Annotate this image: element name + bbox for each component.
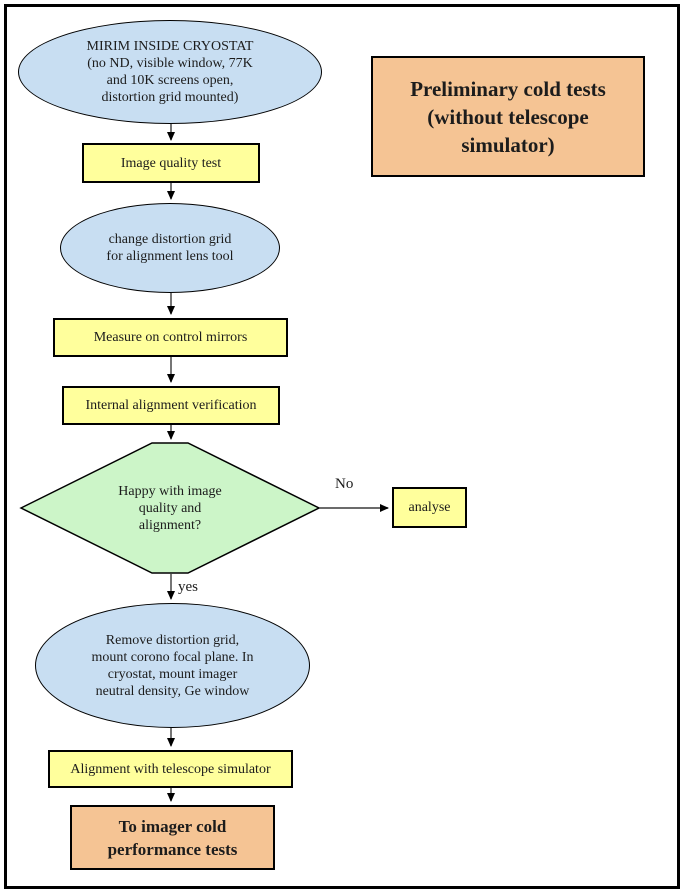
node-happy-decision: Happy with image quality and alignment? — [21, 442, 319, 574]
edge-label-no: No — [335, 476, 354, 492]
node-internal-alignment-verification: Internal alignment verification — [62, 386, 280, 425]
node-alignment-telescope-simulator-label: Alignment with telescope simulator — [70, 761, 271, 777]
node-image-quality-test: Image quality test — [82, 143, 260, 183]
node-measure-control-mirrors: Measure on control mirrors — [53, 318, 288, 357]
node-analyse: analyse — [392, 487, 467, 528]
edge-label-yes: yes — [178, 579, 198, 595]
node-remove-distortion-grid: Remove distortion grid, mount corono foc… — [35, 603, 310, 728]
node-happy-decision-label: Happy with image quality and alignment? — [118, 483, 222, 533]
title-box: Preliminary cold tests (without telescop… — [371, 56, 645, 177]
title-box-label: Preliminary cold tests (without telescop… — [410, 76, 606, 157]
node-start-ellipse: MIRIM INSIDE CRYOSTAT (no ND, visible wi… — [18, 20, 322, 124]
node-remove-distortion-grid-label: Remove distortion grid, mount corono foc… — [91, 632, 254, 699]
node-internal-alignment-verification-label: Internal alignment verification — [85, 398, 257, 413]
node-change-distortion-grid: change distortion grid for alignment len… — [60, 203, 280, 293]
node-to-imager-cold-tests-label: To imager cold performance tests — [107, 816, 238, 859]
node-image-quality-test-label: Image quality test — [120, 155, 222, 171]
flow-arrows — [167, 124, 389, 802]
node-analyse-label: analyse — [408, 500, 451, 515]
node-alignment-telescope-simulator: Alignment with telescope simulator — [48, 750, 293, 788]
node-measure-control-mirrors-label: Measure on control mirrors — [93, 330, 248, 345]
node-start-label: MIRIM INSIDE CRYOSTAT (no ND, visible wi… — [86, 39, 254, 105]
node-change-distortion-grid-label: change distortion grid for alignment len… — [106, 232, 234, 264]
node-to-imager-cold-tests: To imager cold performance tests — [70, 805, 275, 870]
